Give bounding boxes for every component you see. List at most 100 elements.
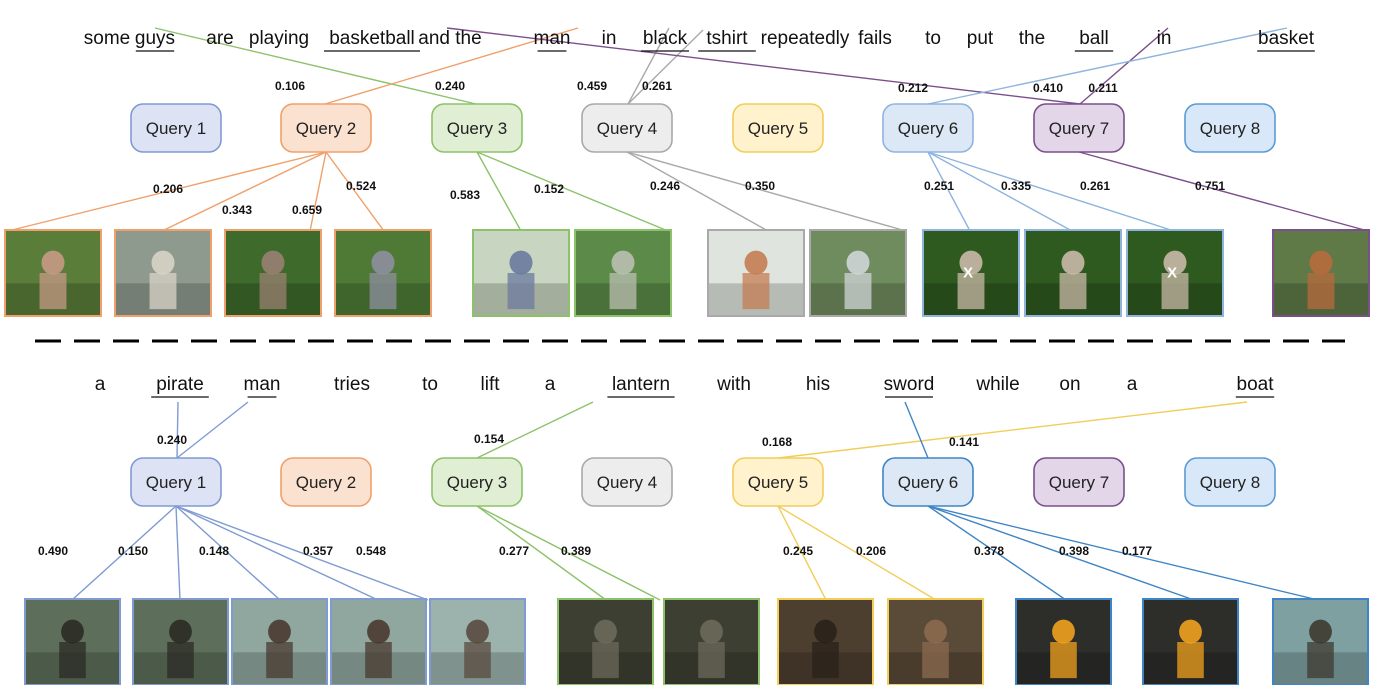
- bottom-word-plain: to: [422, 374, 438, 395]
- bottom-word-link-score: 0.141: [949, 435, 979, 449]
- top-video-frame: [472, 229, 570, 317]
- bottom-query-box-5: Query 5: [732, 457, 824, 507]
- bottom-frame-link-line: [777, 505, 827, 601]
- top-query-label: Query 1: [146, 119, 206, 138]
- bottom-frame-link-line: [175, 505, 379, 601]
- top-query-box-5: Query 5: [732, 103, 824, 153]
- top-query-box-8: Query 8: [1184, 103, 1276, 153]
- bottom-word-plain: on: [1059, 374, 1080, 395]
- bottom-word-plain: his: [806, 374, 830, 395]
- top-query-box-6: Query 6: [882, 103, 974, 153]
- top-query-label: Query 2: [296, 119, 356, 138]
- top-frame-link-score: 0.206: [153, 182, 183, 196]
- bottom-video-frame: [1142, 598, 1239, 685]
- top-word-link-score: 0.261: [642, 79, 672, 93]
- bottom-word-link-score: 0.154: [474, 432, 504, 446]
- bottom-frame-link-score: 0.245: [783, 544, 813, 558]
- top-word-plain: are: [206, 28, 233, 49]
- bottom-query-box-6: Query 6: [882, 457, 974, 507]
- bottom-video-frame: [1272, 598, 1369, 685]
- bottom-frame-link-line: [927, 505, 1195, 601]
- bottom-frame-link-score: 0.277: [499, 544, 529, 558]
- bottom-word-link-line: [476, 401, 594, 459]
- bottom-word-plain: a: [95, 374, 106, 395]
- bottom-video-frame: [777, 598, 874, 685]
- top-video-frame: [707, 229, 805, 317]
- top-query-label: Query 6: [898, 119, 958, 138]
- top-word-keyword: black: [643, 28, 688, 49]
- bottom-query-box-1: Query 1: [130, 457, 222, 507]
- bottom-word-link-score: 0.240: [157, 433, 187, 447]
- bottom-word-keyword: boat: [1237, 374, 1275, 395]
- link-lines: [7, 27, 1369, 601]
- bottom-query-label: Query 4: [597, 473, 657, 492]
- frame-fail-mark: X: [963, 264, 973, 281]
- top-frame-link-line: [7, 151, 327, 232]
- bottom-word-keyword: pirate: [156, 374, 204, 395]
- top-word-link-score: 0.211: [1088, 81, 1118, 95]
- top-word-link-score: 0.106: [275, 79, 305, 93]
- top-frame-link-line: [309, 151, 327, 232]
- bottom-query-label: Query 3: [447, 473, 507, 492]
- bottom-video-frame: [24, 598, 121, 685]
- top-word-link-score: 0.240: [435, 79, 465, 93]
- bottom-frame-link-score: 0.150: [118, 544, 148, 558]
- top-word-keyword: man: [534, 28, 571, 49]
- top-frame-link-score: 0.152: [534, 182, 564, 196]
- bottom-frame-link-score: 0.148: [199, 544, 229, 558]
- frame-fail-mark: X: [1167, 264, 1177, 281]
- bottom-word-link-line: [176, 401, 249, 459]
- top-word-link-line: [627, 27, 670, 105]
- bottom-frame-link-line: [175, 505, 281, 601]
- bottom-frame-link-line: [777, 505, 937, 601]
- bottom-query-label: Query 8: [1200, 473, 1260, 492]
- top-frame-link-score: 0.343: [222, 203, 252, 217]
- bottom-query-box-3: Query 3: [431, 457, 523, 507]
- top-frame-link-line: [927, 151, 1175, 232]
- top-word-plain: fails: [858, 28, 892, 49]
- top-video-frame: X: [1126, 229, 1224, 317]
- top-word-plain: the: [1019, 28, 1045, 49]
- top-word-keyword: basket: [1258, 28, 1315, 49]
- bottom-query-box-4: Query 4: [581, 457, 673, 507]
- top-word-link-line: [446, 27, 1081, 105]
- bottom-video-frame: [887, 598, 984, 685]
- top-word-link-score: 0.459: [577, 79, 607, 93]
- top-frame-link-score: 0.659: [292, 203, 322, 217]
- bottom-query-label: Query 5: [748, 473, 808, 492]
- bottom-video-frame: [557, 598, 654, 685]
- bottom-frame-link-score: 0.389: [561, 544, 591, 558]
- top-query-label: Query 7: [1049, 119, 1109, 138]
- bottom-video-frame: [663, 598, 760, 685]
- top-query-box-4: Query 4: [581, 103, 673, 153]
- top-frame-link-line: [476, 151, 669, 232]
- top-word-keyword: tshirt: [706, 28, 748, 49]
- top-video-frame: [809, 229, 907, 317]
- top-video-frame: [4, 229, 102, 317]
- top-word-link-score: 0.212: [898, 81, 928, 95]
- top-frame-link-score: 0.583: [450, 188, 480, 202]
- bottom-word-plain: while: [975, 374, 1019, 395]
- bottom-word-link-line: [904, 401, 929, 459]
- bottom-word-plain: with: [716, 374, 751, 395]
- bottom-video-frame: [429, 598, 526, 685]
- top-query-label: Query 8: [1200, 119, 1260, 138]
- top-frame-link-score: 0.261: [1080, 179, 1110, 193]
- top-frame-link-score: 0.251: [924, 179, 954, 193]
- bottom-video-frame: [330, 598, 427, 685]
- top-word-plain: in: [602, 28, 617, 49]
- bottom-word-keyword: lantern: [612, 374, 670, 395]
- bottom-word-link-line: [777, 401, 1248, 459]
- top-word-keyword: guys: [135, 28, 175, 49]
- bottom-frame-link-score: 0.357: [303, 544, 333, 558]
- top-frame-link-line: [626, 151, 769, 232]
- bottom-word-link-line: [176, 401, 179, 459]
- top-frame-link-score: 0.751: [1195, 179, 1225, 193]
- top-frame-link-line: [927, 151, 971, 232]
- top-word-keyword: ball: [1079, 28, 1109, 49]
- top-video-frame: [224, 229, 322, 317]
- bottom-frame-link-score: 0.378: [974, 544, 1004, 558]
- top-query-box-3: Query 3: [431, 103, 523, 153]
- bottom-query-label: Query 1: [146, 473, 206, 492]
- top-frame-link-line: [1078, 151, 1369, 232]
